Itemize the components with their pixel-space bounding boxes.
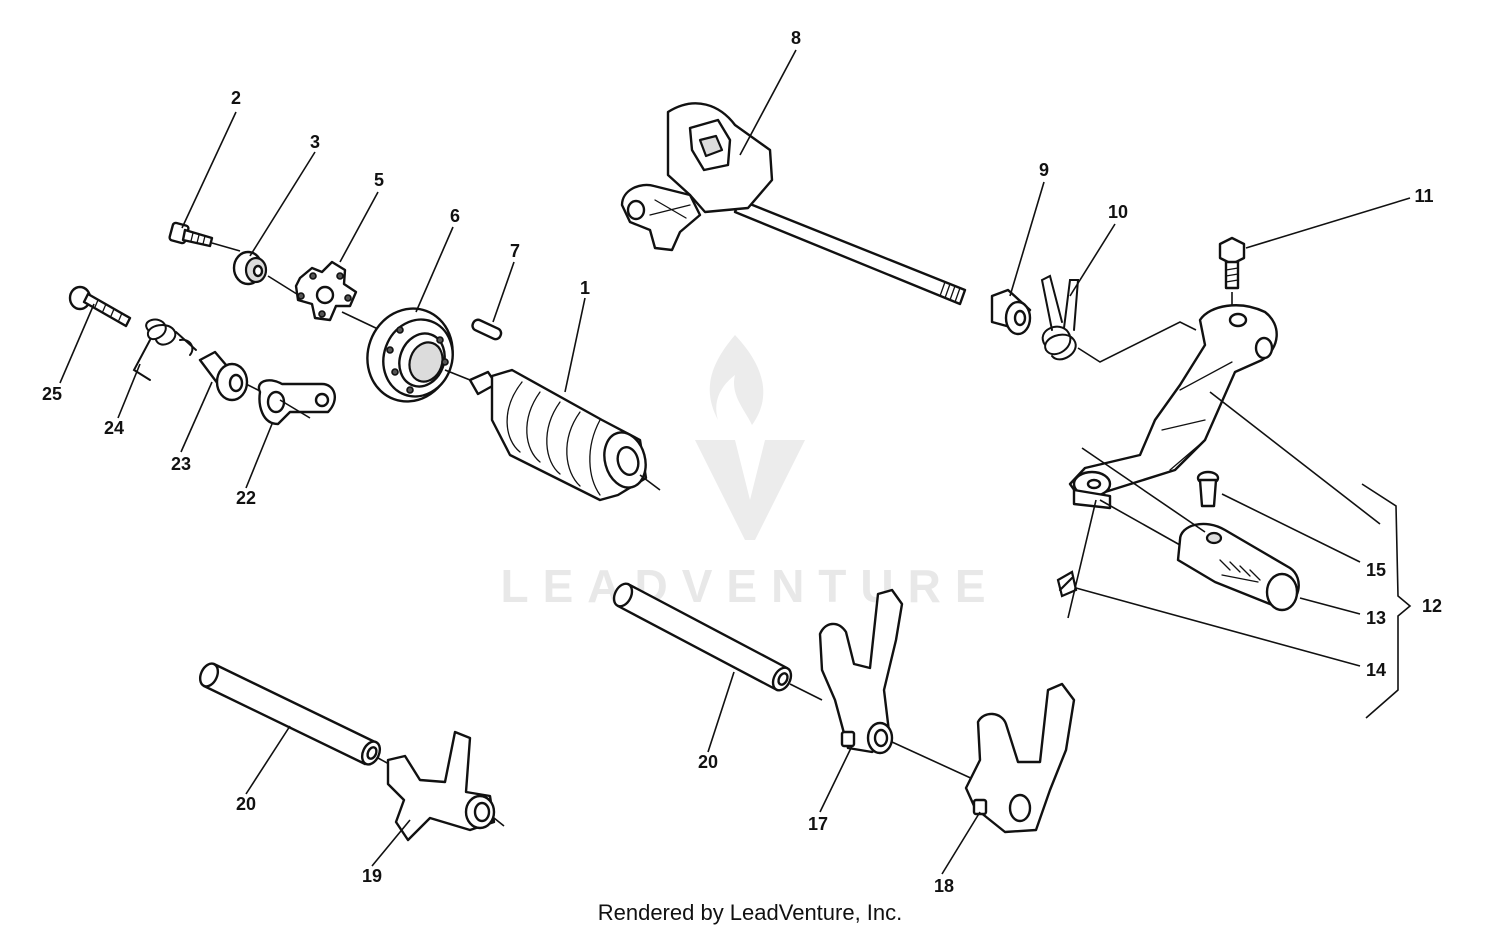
callout-15: 15	[1366, 560, 1386, 580]
part-15-pin	[1196, 470, 1220, 508]
callout-9: 9	[1039, 160, 1049, 180]
part-22-plate	[257, 379, 336, 426]
part-11-bolt	[1218, 236, 1246, 316]
callout-20-center: 20	[698, 752, 718, 772]
watermark-logo-icon	[695, 335, 805, 540]
callout-19: 19	[362, 866, 382, 886]
part-19-shift-fork	[386, 730, 505, 842]
part-18-shift-fork	[964, 682, 1076, 834]
part-8-shift-shaft	[620, 102, 967, 306]
callout-2: 2	[231, 88, 241, 108]
part-12-leaders	[1067, 391, 1412, 719]
callout-5: 5	[374, 170, 384, 190]
callout-11: 11	[1414, 186, 1433, 206]
callout-23: 23	[171, 454, 191, 474]
watermark: LEADVENTURE	[500, 335, 999, 612]
part-20-shaft-left	[198, 662, 382, 766]
part-2-bolt	[168, 221, 241, 252]
part-6-bearing	[366, 307, 454, 403]
part-10-return-spring	[1040, 274, 1080, 361]
callout-13: 13	[1366, 608, 1386, 628]
callout-25: 25	[42, 384, 62, 404]
footer-credit: Rendered by LeadVenture, Inc.	[598, 900, 903, 925]
callout-7: 7	[510, 241, 520, 261]
part-14-clip	[1056, 570, 1078, 598]
part-9-bushing	[990, 288, 1032, 336]
callout-10: 10	[1108, 202, 1128, 222]
callout-3: 3	[310, 132, 320, 152]
watermark-text: LEADVENTURE	[500, 560, 999, 612]
callout-24: 24	[104, 418, 124, 438]
callout-22: 22	[236, 488, 256, 508]
callout-20-left: 20	[236, 794, 256, 814]
part-7-pin	[471, 318, 503, 341]
part-12-shift-lever	[1068, 304, 1278, 510]
callout-6: 6	[450, 206, 460, 226]
callout-12: 12	[1422, 596, 1442, 616]
part-3-washer	[232, 250, 268, 286]
callout-17: 17	[808, 814, 828, 834]
part-13-pedal-rubber	[1176, 522, 1300, 612]
callout-14: 14	[1366, 660, 1386, 680]
part-5-star-cam	[294, 260, 358, 322]
part-1-shift-drum	[468, 368, 661, 502]
callout-leaders	[59, 49, 1411, 875]
callout-18: 18	[934, 876, 954, 896]
callout-labels: 2 3 5 6 7 1 8 9 10 11 15 13 14 12 25 24 …	[42, 28, 1442, 896]
part-25-bolt	[68, 285, 132, 328]
callout-8: 8	[791, 28, 801, 48]
part-23-collar	[198, 350, 249, 402]
callout-1: 1	[580, 278, 590, 298]
part-17-shift-fork	[818, 588, 976, 781]
part-24-spring	[132, 318, 197, 381]
part-20-shaft-center	[612, 582, 793, 692]
